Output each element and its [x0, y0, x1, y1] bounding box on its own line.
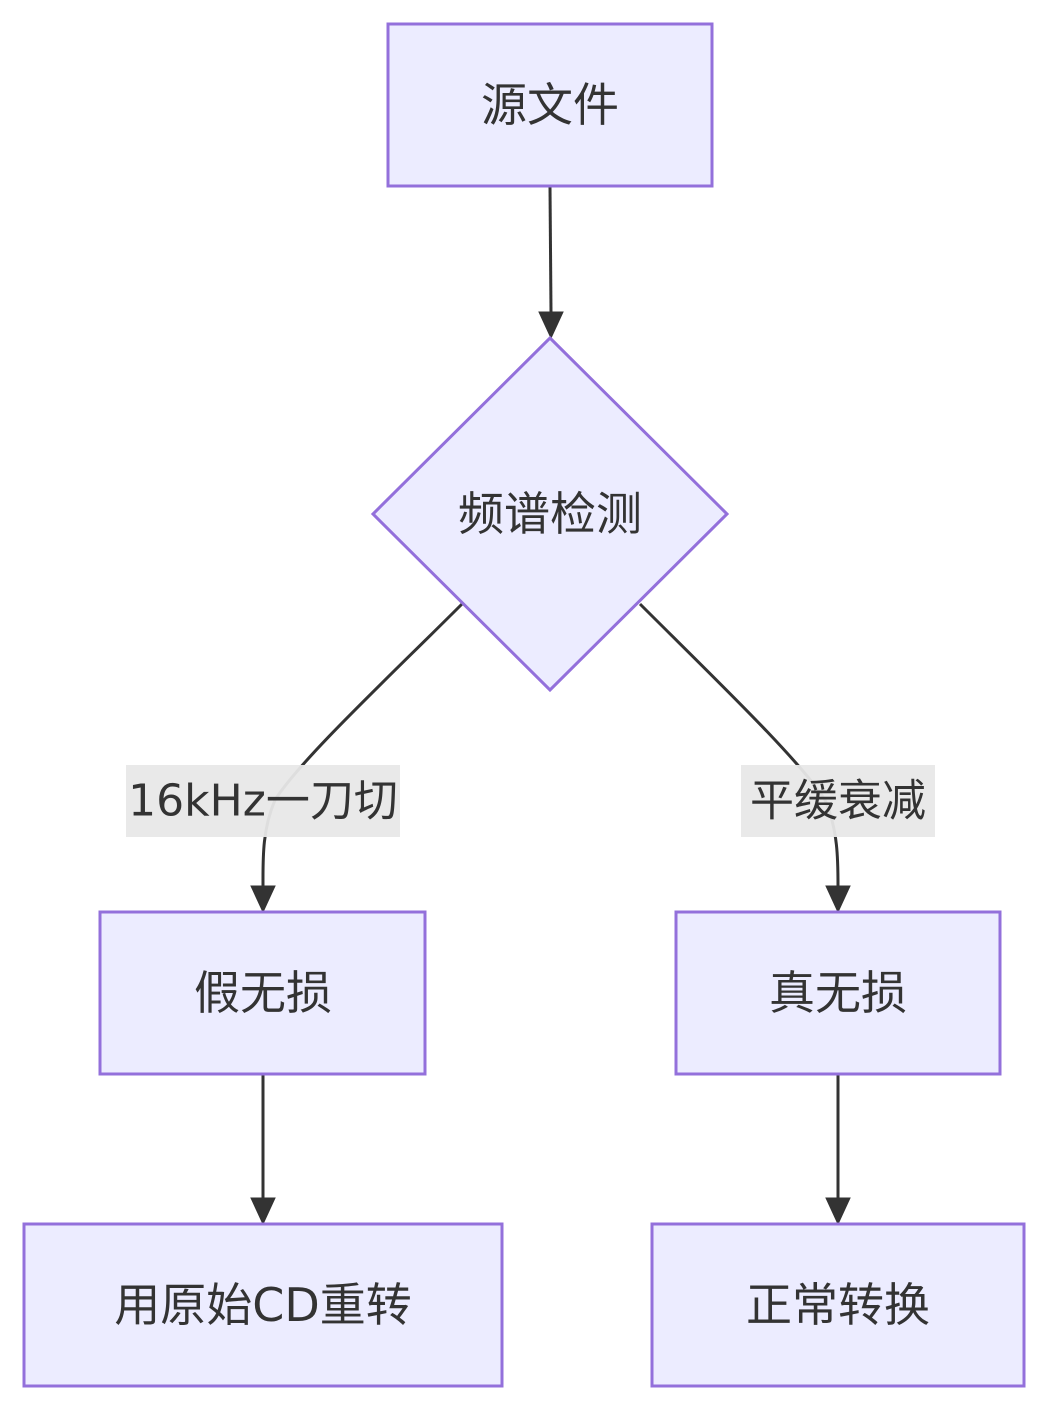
edge-detect-to-fake — [261, 602, 464, 887]
node-source-label: 源文件 — [481, 78, 619, 132]
node-fake-label: 假无损 — [194, 966, 332, 1020]
node-normal[interactable]: 正常转换 — [650, 1222, 1026, 1388]
node-normal-label: 正常转换 — [746, 1278, 930, 1332]
edges — [250, 186, 851, 1226]
edge-label-smooth-bg — [741, 765, 935, 837]
node-normal-box — [650, 1222, 1026, 1388]
node-detect[interactable]: 频谱检测 — [370, 335, 730, 693]
arrow-head-icon — [538, 311, 564, 340]
edge-label-cut-bg — [126, 765, 400, 837]
arrow-head-icon — [825, 885, 851, 914]
node-recd-label: 用原始CD重转 — [114, 1278, 412, 1332]
node-fake[interactable]: 假无损 — [98, 910, 427, 1076]
node-detect-diamond — [370, 335, 730, 693]
node-fake-box — [98, 910, 427, 1076]
node-real-box — [674, 910, 1002, 1076]
arrow-head-icon — [250, 1197, 276, 1226]
edge-source-to-detect — [548, 186, 553, 313]
node-source[interactable]: 源文件 — [386, 22, 714, 188]
arrow-head-icon — [250, 885, 276, 914]
node-real-label: 真无损 — [769, 966, 907, 1020]
node-detect-label: 频谱检测 — [458, 487, 642, 541]
edge-label-smooth: 平缓衰减 — [750, 776, 926, 827]
edge-label-cut: 16kHz一刀切 — [128, 776, 398, 827]
arrow-head-icon — [825, 1197, 851, 1226]
node-source-box — [386, 22, 714, 188]
node-real[interactable]: 真无损 — [674, 910, 1002, 1076]
nodes: 源文件 频谱检测 假无损 真无损 用原始CD重转 正常转换 — [22, 22, 1026, 1388]
edge-labels: 16kHz一刀切 平缓衰减 — [126, 765, 935, 837]
edge-detect-to-real — [638, 602, 840, 887]
node-recd-box — [22, 1222, 504, 1388]
node-recd[interactable]: 用原始CD重转 — [22, 1222, 504, 1388]
